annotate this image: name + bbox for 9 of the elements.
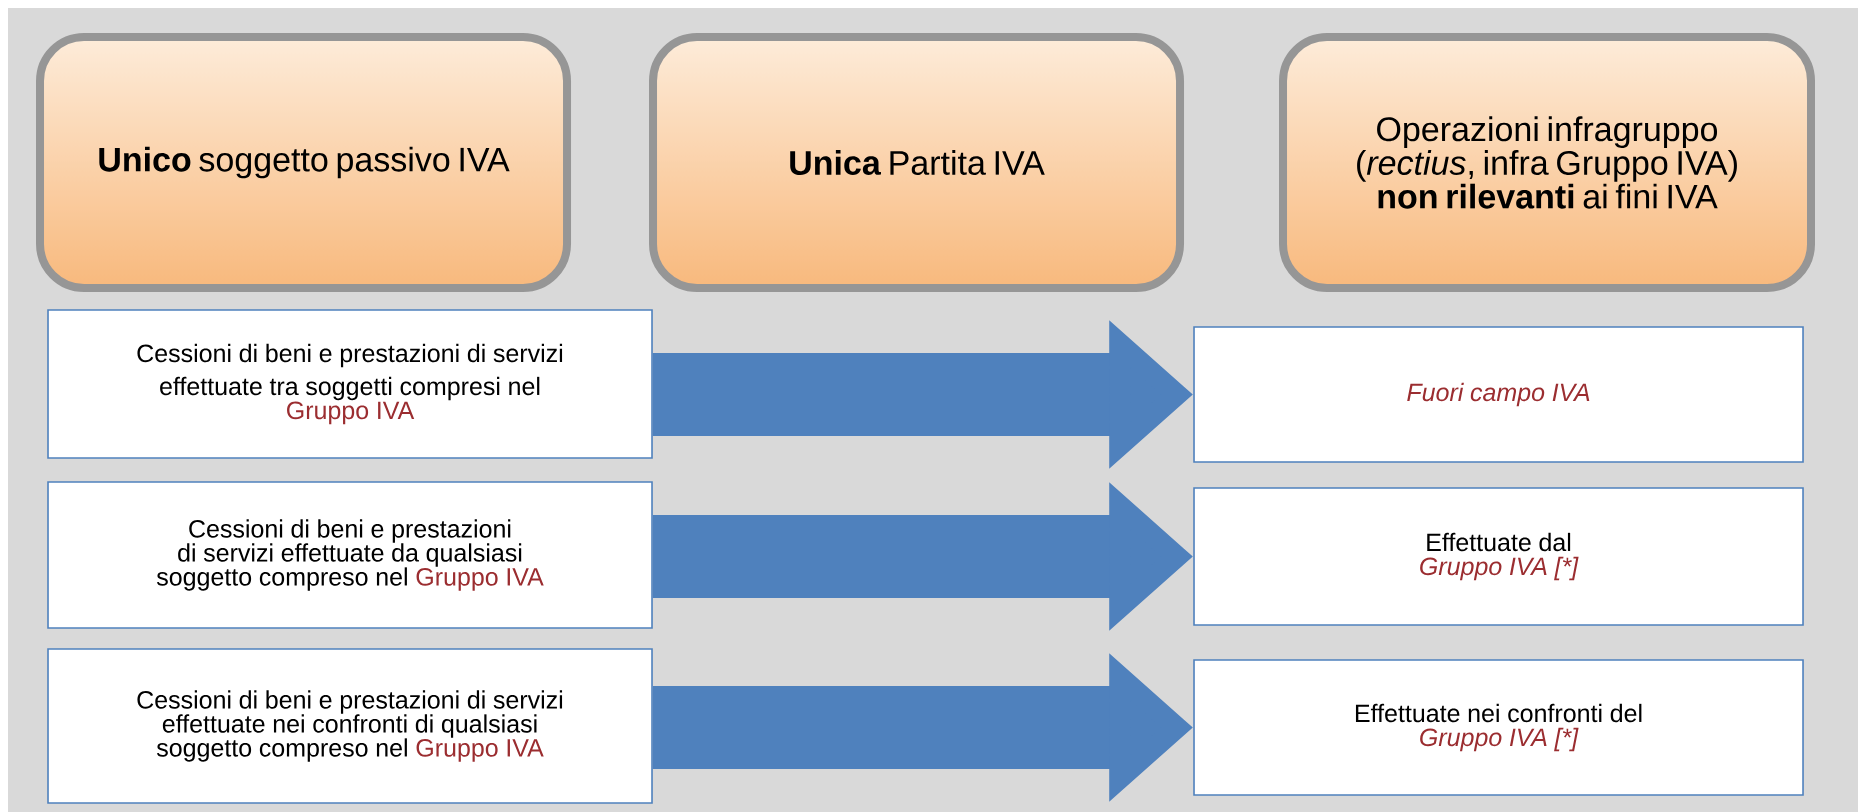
text-box: Cessioni di beni e prestazioni di servizi effettuate tra soggetti compresi nel Gruppo IVA	[47, 309, 653, 459]
rounded-box: Unica Partita IVA	[649, 33, 1184, 292]
text-box: Effettuate dal Gruppo IVA [*]	[1193, 487, 1804, 626]
text-box: Fuori campo IVA	[1193, 326, 1804, 463]
rounded-box: Operazioni infragruppo (rectius, infra Gruppo IVA) non rilevanti ai fini IVA	[1279, 33, 1815, 292]
text-box: Cessioni di beni e prestazioni di servizi effettuate da qualsiasi soggetto compreso nel Gruppo IVA	[47, 481, 653, 629]
text-box: Cessioni di beni e prestazioni di servizi effettuate nei confronti di qualsiasi soggetto compreso nel Gruppo IVA	[47, 648, 653, 804]
rounded-box: Unico soggetto passivo IVA	[36, 33, 571, 292]
text-box: Effettuate nei confronti del Gruppo IVA [*]	[1193, 659, 1804, 796]
